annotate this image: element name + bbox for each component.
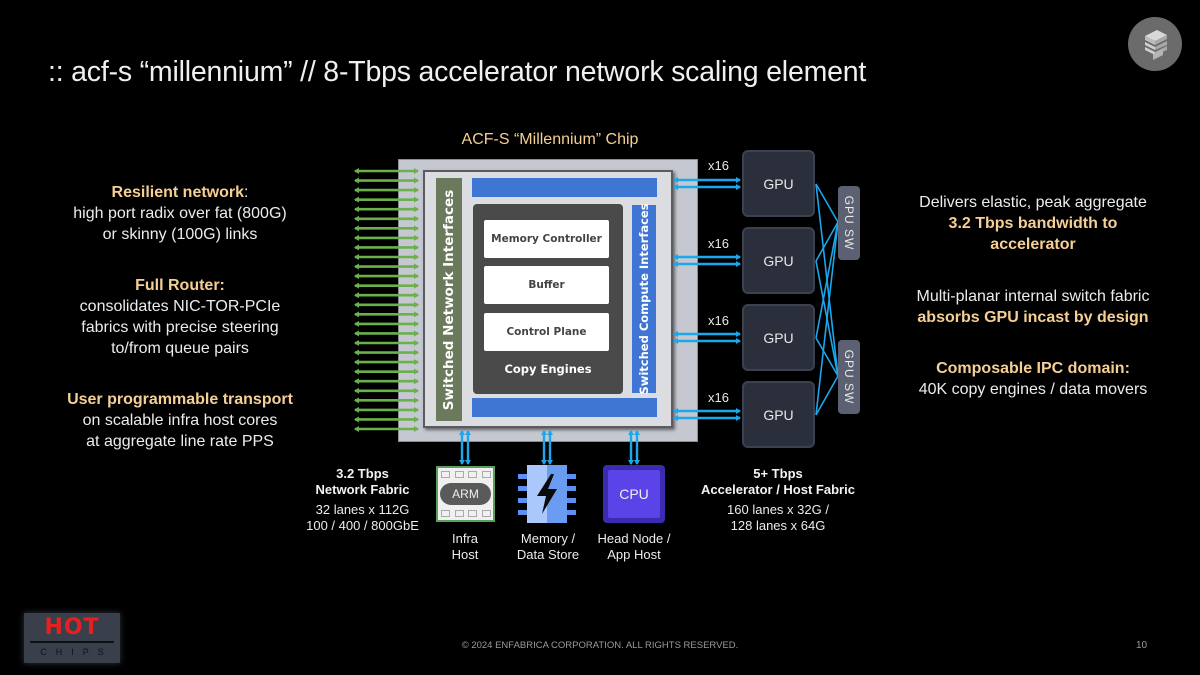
note-line: high port radix over fat (800G) (73, 205, 287, 222)
interface-bar-bottom (472, 398, 657, 417)
gpu-link-width-label: x16 (708, 390, 729, 405)
gpu-link-width-label: x16 (708, 158, 729, 173)
note-line: fabrics with precise steering (81, 319, 279, 336)
note-highlight: 3.2 Tbps bandwidth to accelerator (948, 215, 1118, 253)
device-label-line: App Host (607, 547, 661, 562)
note-switch-fabric: Multi-planar internal switch fabric abso… (888, 286, 1178, 328)
note-heading-suffix: : (244, 184, 249, 201)
note-heading: User programmable transport (67, 391, 293, 408)
note-full-router: Full Router: consolidates NIC-TOR-PCIe f… (30, 275, 330, 359)
memory-data-store-label: Memory / Data Store (508, 531, 588, 563)
note-resilient-network: Resilient network: high port radix over … (30, 182, 330, 245)
interface-bar-top (472, 178, 657, 197)
host-links (459, 430, 640, 465)
switched-compute-interfaces: Switched Compute Interfaces (632, 203, 656, 395)
device-label-line: Infra (451, 531, 478, 546)
hot-chips-logo-rule (30, 641, 114, 643)
control-plane-block: Control Plane (484, 313, 609, 351)
note-line: consolidates NIC-TOR-PCIe (79, 298, 281, 315)
gpu-switch: GPU SW (838, 340, 860, 414)
gpu-node: GPU (742, 381, 815, 448)
note-highlight: Composable IPC domain: (936, 360, 1130, 377)
chip-title: ACF-S “Millennium” Chip (461, 131, 639, 148)
note-ipc-domain: Composable IPC domain: 40K copy engines … (888, 358, 1178, 400)
host-fabric-bandwidth: 5+ Tbps (753, 466, 803, 481)
gpu-node: GPU (742, 227, 815, 294)
device-label-line: Data Store (516, 547, 580, 562)
network-fabric-lanes: 32 lanes x 112G (315, 502, 410, 517)
device-label-line: Head Node / (597, 531, 671, 546)
stacked-cube-icon (1145, 30, 1167, 60)
copy-engines-block: Memory Controller Buffer Control Plane C… (473, 204, 623, 394)
note-line: Delivers elastic, peak aggregate (919, 194, 1147, 211)
device-label-line: Host (451, 547, 479, 562)
note-highlight: absorbs GPU incast by design (917, 309, 1149, 326)
slide-title: :: acf-s “millennium” // 8-Tbps accelera… (48, 56, 867, 88)
network-fabric-title: Network Fabric (315, 482, 410, 497)
gpu-switch-link (815, 183, 839, 223)
network-fabric-label: 3.2 Tbps Network Fabric 32 lanes x 112G … (300, 466, 425, 534)
gpu-node: GPU (742, 150, 815, 217)
network-fabric-bandwidth: 3.2 Tbps (336, 466, 389, 481)
page-number: 10 (1136, 640, 1148, 651)
gpu-switch-mesh (815, 183, 839, 416)
lightning-bolt-icon (537, 474, 557, 514)
host-fabric-lanes-32g: 160 lanes x 32G / (727, 502, 829, 517)
gpu-links (673, 177, 741, 421)
note-line: at aggregate line rate PPS (86, 433, 274, 450)
gpu-switch-link (815, 337, 839, 377)
note-line: on scalable infra host cores (82, 412, 278, 429)
memory-controller-block: Memory Controller (484, 220, 609, 258)
note-heading: Resilient network (111, 184, 245, 201)
infra-host-label: Infra Host (430, 531, 500, 563)
gpu-switch-link (815, 221, 839, 262)
note-bandwidth: Delivers elastic, peak aggregate 3.2 Tbp… (888, 192, 1178, 255)
hot-chips-logo-hot: HOT (44, 615, 100, 640)
note-line: to/from queue pairs (111, 340, 249, 357)
cpu-label: CPU (608, 470, 660, 518)
gpu-switch: GPU SW (838, 186, 860, 260)
gpu-node: GPU (742, 304, 815, 371)
gpu-switch-link (815, 221, 839, 416)
network-links (354, 168, 419, 432)
host-fabric-lanes-64g: 128 lanes x 64G (730, 518, 826, 533)
host-fabric-title: Accelerator / Host Fabric (701, 482, 855, 497)
arm-label: ARM (440, 483, 491, 505)
note-programmable-transport: User programmable transport on scalable … (30, 389, 330, 452)
memory-chip-icon (518, 465, 576, 523)
gpu-switch-label: GPU SW (842, 349, 856, 405)
network-fabric-speeds: 100 / 400 / 800GbE (306, 518, 419, 533)
note-line: Multi-planar internal switch fabric (916, 288, 1150, 305)
gpu-link-width-label: x16 (708, 236, 729, 251)
hot-chips-logo: HOT CHIPS (24, 613, 120, 663)
copyright-notice: © 2024 ENFABRICA CORPORATION. ALL RIGHTS… (461, 640, 739, 651)
gpu-switch-link (815, 375, 839, 416)
note-heading: Full Router: (135, 277, 225, 294)
note-line: 40K copy engines / data movers (918, 381, 1148, 398)
copy-engines-label: Copy Engines (504, 362, 592, 376)
gpu-link-width-label: x16 (708, 313, 729, 328)
enfabrica-logo (1128, 17, 1182, 71)
gpu-switch-link (815, 221, 839, 339)
gpu-switch-label: GPU SW (842, 195, 856, 251)
hot-chips-logo-chips: CHIPS (40, 647, 113, 657)
head-node-label: Head Node / App Host (589, 531, 679, 563)
switched-network-interfaces: Switched Network Interfaces (436, 178, 462, 421)
device-label-line: Memory / (520, 531, 576, 546)
note-line: or skinny (100G) links (102, 226, 258, 243)
buffer-block: Buffer (484, 266, 609, 304)
arm-chip-icon: ARM (436, 466, 495, 522)
cpu-chip-icon: CPU (603, 465, 665, 523)
host-fabric-label: 5+ Tbps Accelerator / Host Fabric 160 la… (688, 466, 868, 534)
